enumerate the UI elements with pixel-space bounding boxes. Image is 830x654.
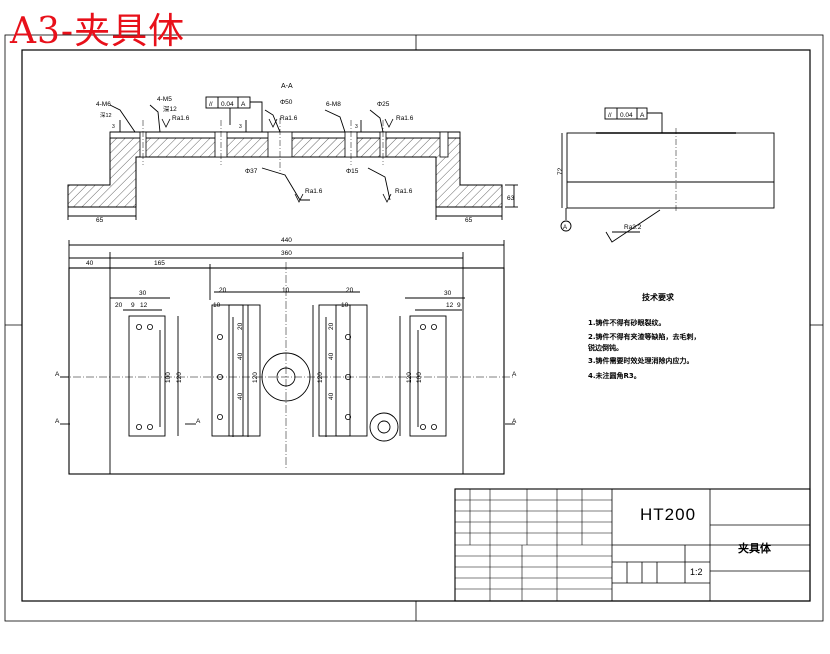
tech-requirement-4: 4.未注圆角R3。 bbox=[588, 372, 641, 380]
dim-30-left: 30 bbox=[139, 290, 147, 297]
callout-4m5-depth: 深12 bbox=[163, 104, 177, 113]
dim-10-mid: 10 bbox=[213, 302, 221, 309]
section-view: A-A bbox=[67, 83, 518, 220]
rough-2: Ra1.6 bbox=[280, 115, 298, 122]
dim-20-mid: 20 bbox=[219, 287, 227, 294]
callout-dia15: Φ15 bbox=[346, 168, 359, 175]
dim-20-b: 20 bbox=[237, 322, 244, 330]
tech-requirement-2: 2.铸件不得有夹渣等缺陷，去毛刺， bbox=[588, 333, 701, 341]
dim-3c: 3 bbox=[355, 124, 358, 130]
title-block bbox=[454, 488, 811, 602]
dim-10-right: 10 bbox=[341, 302, 349, 309]
tech-requirements-title: 技术要求 bbox=[642, 293, 674, 302]
dim-30-far: 30 bbox=[444, 290, 452, 297]
tech-requirement-3: 3.铸件需要时效处理消除内应力。 bbox=[588, 357, 694, 365]
dim-360: 360 bbox=[281, 250, 292, 257]
side-datum: A bbox=[563, 225, 567, 231]
dim-12-left: 12 bbox=[140, 302, 148, 309]
dim-40-b2: 40 bbox=[237, 392, 244, 400]
top-view bbox=[60, 240, 515, 475]
dim-9-left: 9 bbox=[131, 302, 135, 309]
dim-120-d: 120 bbox=[406, 372, 413, 383]
dim-20-c: 20 bbox=[328, 322, 335, 330]
side-rough: Ra3.2 bbox=[624, 224, 642, 231]
dim-100-a: 100 bbox=[165, 372, 172, 383]
dim-20-left: 20 bbox=[115, 302, 123, 309]
dim-165: 165 bbox=[154, 260, 165, 267]
side-view bbox=[560, 107, 775, 243]
side-annotations: // 0.04 A 72 Ra3.2 A bbox=[557, 112, 645, 231]
callout-4m5: 4-M5 bbox=[157, 96, 172, 103]
rough-1: Ra1.6 bbox=[172, 115, 190, 122]
title-block-scale: 1:2 bbox=[690, 567, 703, 577]
side-geo-tol-symbol: // bbox=[608, 112, 612, 119]
section-mark-2: A bbox=[55, 418, 60, 425]
sheet-title: A3-夹具体 bbox=[10, 11, 186, 52]
title-block-part-name: 夹具体 bbox=[738, 542, 771, 555]
dim-65-left: 65 bbox=[96, 217, 104, 224]
dim-10-center: 10 bbox=[282, 287, 290, 294]
geo-tol-datum: A bbox=[241, 101, 246, 108]
dim-40-c2: 40 bbox=[328, 392, 335, 400]
callout-dia50: Φ50 bbox=[280, 99, 293, 106]
dim-12-far: 12 bbox=[446, 302, 454, 309]
dim-9-far: 9 bbox=[457, 302, 461, 309]
callout-6m8: 6-M8 bbox=[326, 101, 341, 108]
rough-4: Ra1.6 bbox=[305, 188, 323, 195]
dim-3b: 3 bbox=[239, 124, 242, 130]
side-geo-tol-datum: A bbox=[640, 112, 645, 119]
side-height: 72 bbox=[557, 167, 564, 175]
tech-requirement-1: 1.铸件不得有砂眼裂纹。 bbox=[588, 319, 666, 327]
callout-dia25: Φ25 bbox=[377, 101, 390, 108]
section-mark-4: A bbox=[512, 418, 517, 425]
dim-3a: 3 bbox=[112, 124, 115, 130]
dim-120-a: 120 bbox=[176, 372, 183, 383]
dim-100-d: 100 bbox=[416, 372, 423, 383]
dim-65-right: 65 bbox=[465, 217, 473, 224]
section-label: A-A bbox=[281, 83, 293, 90]
dim-120-b: 120 bbox=[252, 372, 259, 383]
centering-marks bbox=[5, 35, 823, 621]
section-annotations: 4-M6 深12 4-M5 深12 // 0.04 A Φ50 6-M8 Φ25… bbox=[96, 96, 515, 224]
tech-requirement-2-cont: 锐边倒钝。 bbox=[588, 344, 623, 352]
dim-440: 440 bbox=[281, 237, 292, 244]
section-mark-5: A bbox=[196, 418, 201, 425]
side-geo-tol-value: 0.04 bbox=[620, 112, 633, 119]
dim-120-c: 120 bbox=[317, 372, 324, 383]
dim-20-right: 20 bbox=[346, 287, 354, 294]
callout-4m6: 4-M6 bbox=[96, 101, 111, 108]
geo-tol-value: 0.04 bbox=[221, 101, 234, 108]
dim-40: 40 bbox=[86, 260, 94, 267]
section-mark-3: A bbox=[512, 371, 517, 378]
section-mark-1: A bbox=[55, 371, 60, 378]
dim-63: 63 bbox=[507, 195, 515, 202]
dim-40-c: 40 bbox=[328, 352, 335, 360]
rough-3: Ra1.6 bbox=[396, 115, 414, 122]
dim-40-b1: 40 bbox=[237, 352, 244, 360]
geo-tol-symbol: // bbox=[209, 101, 213, 108]
callout-dia37: Φ37 bbox=[245, 168, 258, 175]
title-block-material: HT200 bbox=[640, 505, 697, 524]
outer-border bbox=[4, 34, 824, 622]
top-view-dims: 440 360 40 165 30 20 9 12 20 10 10 20 10… bbox=[55, 237, 517, 425]
callout-4m6-depth: 深12 bbox=[100, 111, 112, 119]
rough-5: Ra1.6 bbox=[395, 188, 413, 195]
